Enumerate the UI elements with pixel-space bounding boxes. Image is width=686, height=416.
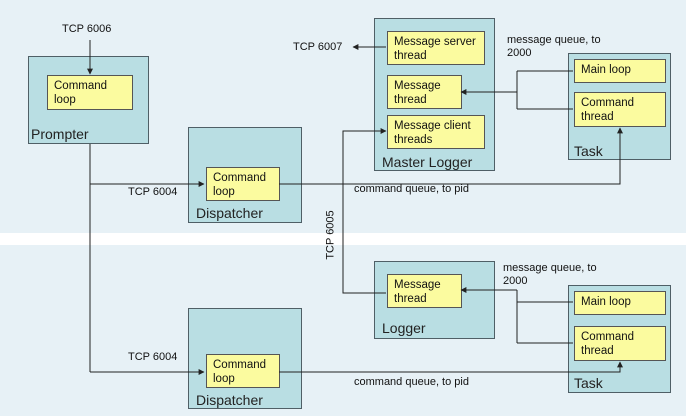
message-server-thread: Message server thread [387,31,485,65]
dispatcher-top-title: Dispatcher [196,205,263,221]
mq-bottom-label: message queue, to 2000 [503,262,597,287]
task-bottom-title: Task [574,375,603,391]
task-top-title: Task [574,143,603,159]
mq-top-label: message queue, to 2000 [507,34,601,59]
tcp6004-top-label: TCP 6004 [128,186,178,198]
task-bottom-block: Main loop Command thread Task [568,285,671,393]
dispatcher-top-block: Command loop Dispatcher [188,127,302,223]
master-message-thread: Message thread [387,75,462,109]
cq-top-label: command queue, to pid [354,183,469,195]
tcp6007-label: TCP 6007 [293,41,343,53]
dispatcher-bottom-block: Command loop Dispatcher [188,308,302,409]
tcp6005-link [342,128,387,294]
prompter-command-loop: Command loop [47,75,133,110]
logger-block: Message thread Logger [374,261,495,339]
dispatcher-bottom-command-loop: Command loop [206,354,280,388]
logger-message-thread: Message thread [387,274,462,308]
tcp6006-label: TCP 6006 [62,23,112,35]
task-top-block: Main loop Command thread Task [568,53,671,160]
command-queue-top [279,127,623,185]
task-top-command-thread: Command thread [574,92,666,127]
cq-bottom-label: command queue, to pid [354,376,469,388]
tcp6004-bottom-label: TCP 6004 [128,351,178,363]
tcp6005-label: TCP 6005 [324,210,337,260]
message-client-threads: Message client threads [387,115,485,149]
master-logger-title: Master Logger [382,154,473,170]
task-bottom-main-loop: Main loop [574,291,666,315]
prompter-block: Command loop Prompter [28,56,149,144]
dispatcher-bottom-title: Dispatcher [196,392,263,408]
task-top-main-loop: Main loop [574,59,666,83]
task-bottom-command-thread: Command thread [574,326,666,361]
prompter-title: Prompter [31,126,89,142]
dispatcher-top-command-loop: Command loop [206,167,280,201]
command-queue-bottom [279,361,623,373]
master-logger-block: Message server thread Message thread Mes… [374,18,495,171]
logger-title: Logger [382,320,426,336]
